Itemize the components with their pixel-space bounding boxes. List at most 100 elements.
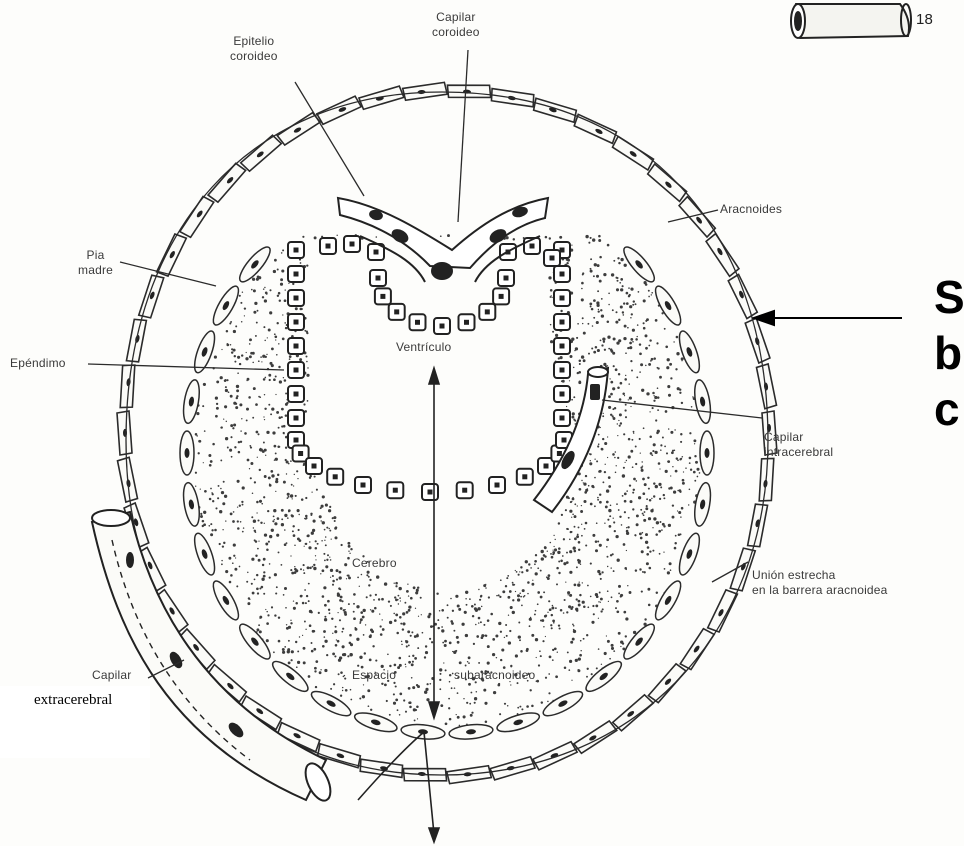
stipple-dot bbox=[577, 505, 578, 506]
stipple-dot bbox=[623, 302, 625, 304]
stipple-dot bbox=[269, 484, 272, 487]
stipple-dot bbox=[591, 308, 594, 311]
stipple-dot bbox=[544, 546, 547, 549]
arachnoid-cell bbox=[136, 273, 167, 319]
stipple-dot bbox=[613, 518, 614, 519]
stipple-dot bbox=[338, 659, 341, 662]
arachnoid-cell bbox=[447, 82, 492, 100]
stipple-dot bbox=[310, 514, 312, 516]
stipple-dot bbox=[334, 630, 337, 633]
stipple-dot bbox=[593, 351, 596, 354]
stipple-dot bbox=[558, 547, 561, 550]
stipple-dot bbox=[218, 485, 220, 487]
stipple-dot bbox=[393, 613, 395, 615]
stipple-dot bbox=[263, 326, 265, 328]
stipple-dot bbox=[224, 405, 227, 408]
stipple-dot bbox=[688, 504, 689, 505]
stipple-dot bbox=[568, 669, 570, 671]
stipple-dot bbox=[612, 309, 614, 311]
stipple-dot bbox=[237, 527, 240, 530]
stipple-dot bbox=[654, 396, 657, 399]
stipple-dot bbox=[195, 472, 197, 474]
stipple-dot bbox=[639, 371, 641, 373]
stipple-dot bbox=[239, 566, 241, 568]
stipple-dot bbox=[558, 572, 560, 574]
stipple-dot bbox=[463, 698, 464, 699]
stipple-dot bbox=[577, 583, 580, 586]
stipple-dot bbox=[313, 567, 316, 570]
stipple-dot bbox=[648, 567, 651, 570]
stipple-dot bbox=[569, 380, 570, 381]
stipple-dot bbox=[536, 680, 538, 682]
stipple-dot bbox=[202, 525, 204, 527]
stipple-dot bbox=[298, 529, 300, 531]
stipple-dot bbox=[276, 354, 278, 356]
stipple-dot bbox=[507, 596, 510, 599]
stipple-dot bbox=[561, 514, 563, 516]
stipple-dot bbox=[233, 555, 235, 557]
stipple-dot bbox=[676, 352, 679, 355]
stipple-dot bbox=[209, 464, 212, 467]
stipple-dot bbox=[286, 542, 288, 544]
stipple-dot bbox=[312, 630, 315, 633]
stipple-dot bbox=[627, 327, 629, 329]
stipple-dot bbox=[534, 560, 537, 563]
stipple-dot bbox=[478, 589, 479, 590]
stipple-dot bbox=[581, 298, 584, 301]
stipple-dot bbox=[332, 580, 335, 583]
arachnoid-cell bbox=[206, 162, 248, 204]
stipple-dot bbox=[269, 535, 272, 538]
stipple-dot bbox=[634, 401, 636, 403]
stipple-dot bbox=[520, 650, 523, 653]
stipple-dot bbox=[289, 355, 292, 358]
stipple-dot bbox=[508, 641, 511, 644]
stipple-dot bbox=[608, 304, 610, 306]
stipple-dot bbox=[342, 690, 343, 691]
stipple-dot bbox=[331, 618, 333, 620]
stipple-dot bbox=[597, 445, 599, 447]
stipple-dot bbox=[606, 538, 609, 541]
stipple-dot bbox=[324, 636, 326, 638]
stipple-dot bbox=[550, 624, 552, 626]
ependymal-nucleus bbox=[550, 256, 555, 261]
stipple-dot bbox=[368, 584, 370, 586]
stipple-dot bbox=[329, 530, 331, 532]
ependymal-nucleus bbox=[380, 294, 385, 299]
stipple-dot bbox=[315, 660, 318, 663]
stipple-dot bbox=[519, 706, 521, 708]
stipple-dot bbox=[255, 403, 258, 406]
stipple-dot bbox=[571, 338, 574, 341]
stipple-dot bbox=[615, 321, 618, 324]
stipple-dot bbox=[264, 299, 267, 302]
stipple-dot bbox=[261, 578, 264, 581]
stipple-dot bbox=[653, 443, 656, 446]
stipple-dot bbox=[624, 378, 627, 381]
stipple-dot bbox=[585, 544, 587, 546]
stipple-dot bbox=[405, 666, 406, 667]
stipple-dot bbox=[639, 343, 641, 345]
stipple-dot bbox=[283, 425, 286, 428]
stipple-dot bbox=[451, 687, 453, 689]
stipple-dot bbox=[644, 618, 646, 620]
stipple-dot bbox=[592, 238, 595, 241]
stipple-dot bbox=[324, 529, 326, 531]
stipple-dot bbox=[457, 692, 459, 694]
stipple-dot bbox=[665, 410, 668, 413]
stipple-dot bbox=[653, 357, 656, 360]
stipple-dot bbox=[216, 380, 219, 383]
stipple-dot bbox=[259, 500, 262, 503]
stipple-dot bbox=[297, 661, 300, 664]
stipple-dot bbox=[659, 376, 662, 379]
stipple-dot bbox=[679, 388, 681, 390]
stipple-dot bbox=[293, 600, 294, 601]
stipple-dot bbox=[504, 703, 506, 705]
stipple-dot bbox=[655, 319, 658, 322]
stipple-dot bbox=[282, 249, 284, 251]
stipple-dot bbox=[284, 379, 287, 382]
stipple-dot bbox=[625, 416, 627, 418]
stipple-dot bbox=[225, 570, 228, 573]
stipple-dot bbox=[680, 458, 682, 460]
stipple-dot bbox=[315, 686, 317, 688]
stipple-dot bbox=[508, 615, 509, 616]
stipple-dot bbox=[596, 595, 599, 598]
